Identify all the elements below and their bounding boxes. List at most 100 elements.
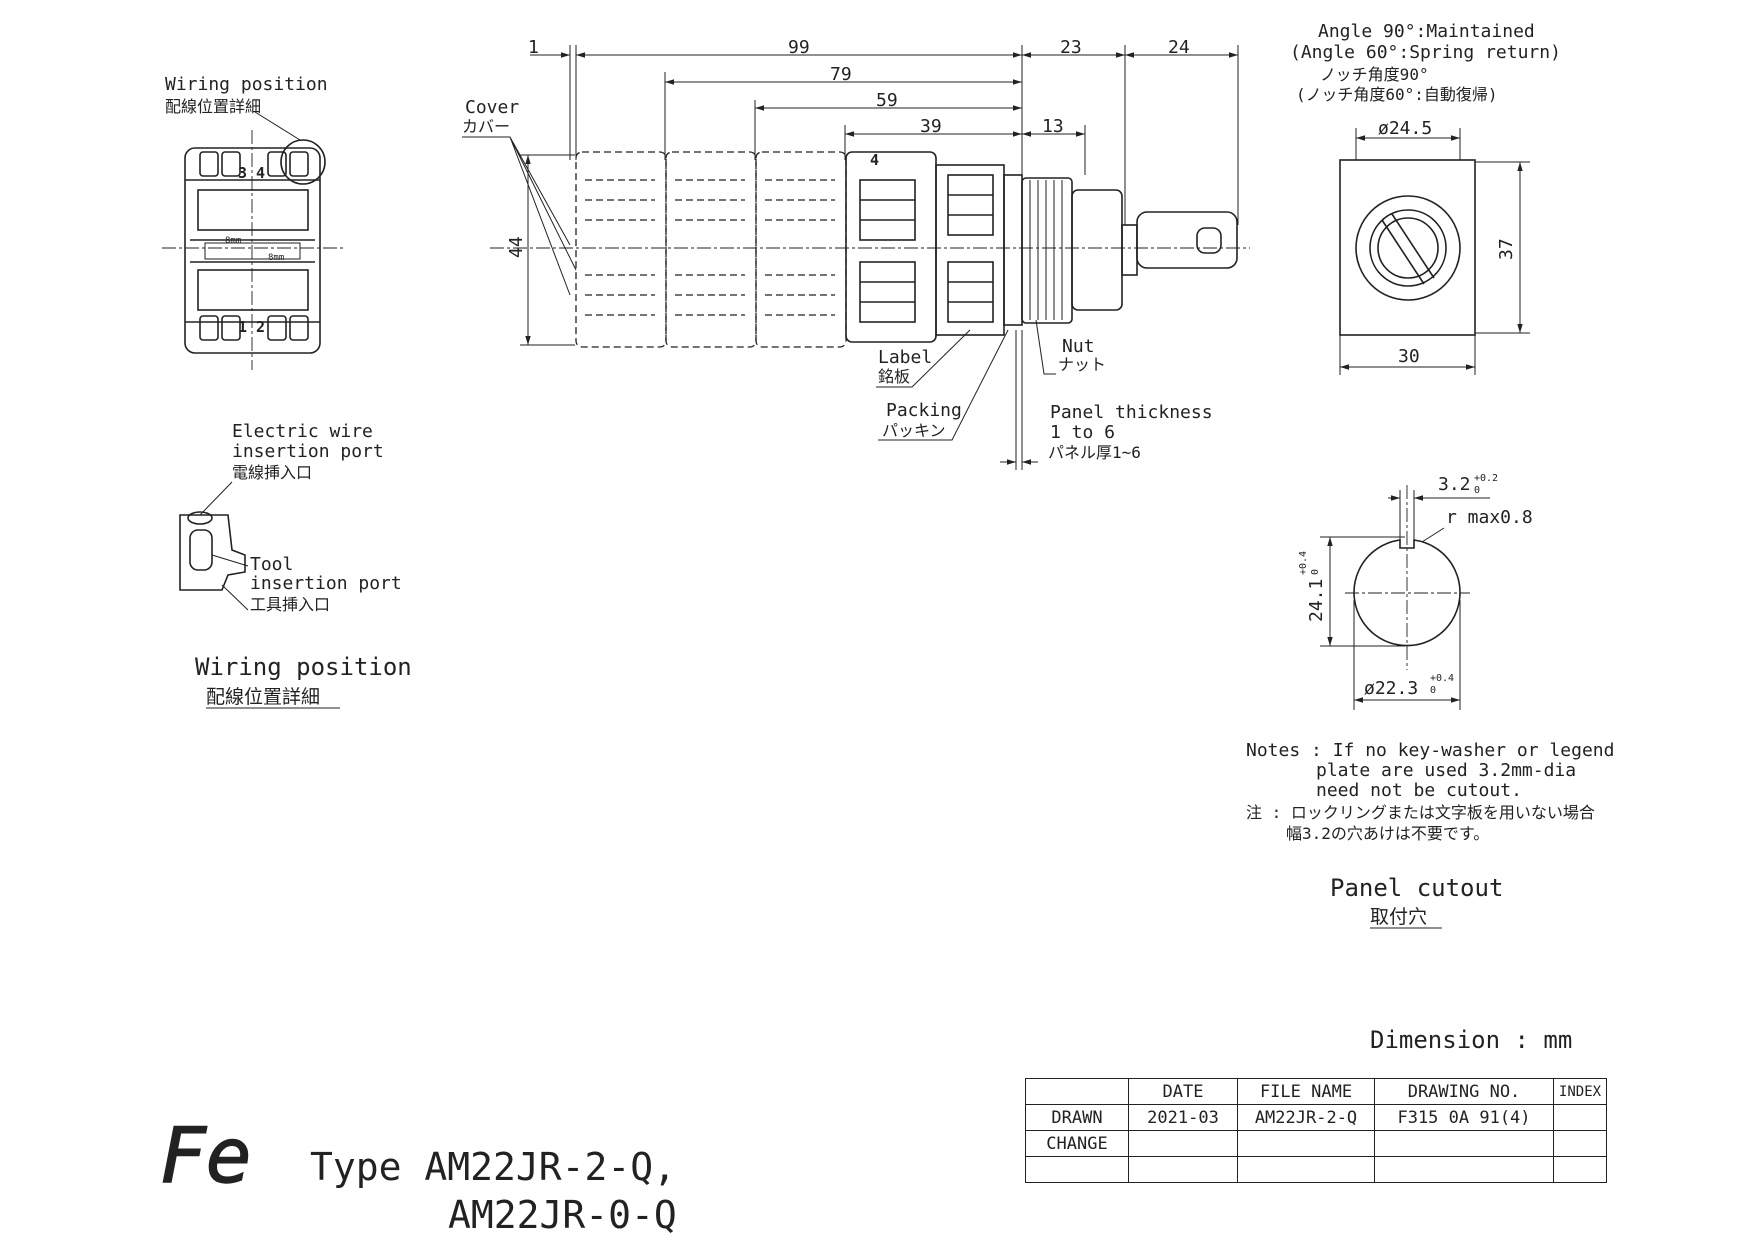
electric-wire-label-1: Electric wire bbox=[232, 421, 373, 442]
notes-line-3: need not be cutout. bbox=[1316, 780, 1522, 801]
wire-detail: Electric wire insertion port 電線挿入口 Tool … bbox=[179, 421, 412, 709]
row-date bbox=[1128, 1156, 1238, 1183]
row-label: DRAWN bbox=[1025, 1104, 1129, 1131]
header-file-name: FILE NAME bbox=[1237, 1078, 1375, 1105]
dim-79: 79 bbox=[830, 64, 852, 85]
cutout-radius: r max0.8 bbox=[1446, 507, 1533, 528]
row-index bbox=[1553, 1156, 1607, 1183]
row-drawing-no: F315 0A 91(4) bbox=[1374, 1104, 1554, 1131]
angle-line-ja-2: (ノッチ角度60°:自動復帰) bbox=[1296, 85, 1497, 104]
cutout-diameter-tol-low: 0 bbox=[1430, 685, 1436, 696]
top-dim-30: 30 bbox=[1398, 346, 1420, 367]
row-date bbox=[1128, 1130, 1238, 1157]
row-drawing-no bbox=[1374, 1130, 1554, 1157]
dim-23: 23 bbox=[1060, 37, 1082, 58]
row-index bbox=[1553, 1104, 1607, 1131]
header-cell bbox=[1025, 1078, 1129, 1105]
tool-label-ja: 工具挿入口 bbox=[250, 595, 330, 614]
cutout-slot-tol-low: 0 bbox=[1474, 485, 1480, 496]
electric-wire-label-2: insertion port bbox=[232, 441, 384, 462]
cutout-slot-tol: +0.2 bbox=[1474, 473, 1498, 484]
title-block-row: DRAWN 2021-03 AM22JR-2-Q F315 0A 91(4) bbox=[1025, 1104, 1607, 1131]
panel-thickness-2: 1 to 6 bbox=[1050, 422, 1115, 443]
cutout-caption-ja: 取付穴 bbox=[1370, 906, 1427, 928]
angle-line-2: (Angle 60°:Spring return) bbox=[1290, 42, 1561, 63]
bezel bbox=[1071, 189, 1123, 311]
header-index: INDEX bbox=[1553, 1078, 1607, 1105]
header-date: DATE bbox=[1128, 1078, 1238, 1105]
side-view-body bbox=[184, 147, 321, 354]
title-block-header: DATE FILE NAME DRAWING NO. INDEX bbox=[1025, 1078, 1607, 1105]
row-file-name bbox=[1237, 1130, 1375, 1157]
cutout-height-dim: 24.1 bbox=[1306, 579, 1327, 622]
type-line-1: Type AM22JR-2-Q, bbox=[310, 1145, 676, 1189]
optional-modules bbox=[575, 151, 847, 348]
fe-logo-text: Fe bbox=[160, 1111, 252, 1200]
row-file-name bbox=[1237, 1156, 1375, 1183]
row-date: 2021-03 bbox=[1128, 1104, 1238, 1131]
title-block-row bbox=[1025, 1156, 1607, 1183]
top-dim-37: 37 bbox=[1496, 238, 1517, 260]
cover-label-ja: カバー bbox=[462, 117, 510, 136]
strip-label-left: 8mm bbox=[225, 236, 241, 246]
nut-text-ja: ナット bbox=[1058, 355, 1106, 374]
dim-39: 39 bbox=[920, 116, 942, 137]
dimension-unit: Dimension : mm bbox=[1370, 1026, 1572, 1054]
front-view: 1 99 23 24 79 59 39 13 44 Cover カバー 4 bbox=[462, 37, 1250, 470]
dim-59: 59 bbox=[876, 90, 898, 111]
top-view-bezel bbox=[1355, 195, 1461, 301]
notes-line-1: Notes : If no key-washer or legend bbox=[1246, 740, 1614, 761]
label-text: Label bbox=[878, 347, 932, 368]
row-label bbox=[1025, 1156, 1129, 1183]
top-view-housing bbox=[1339, 159, 1476, 336]
cutout-outline bbox=[1353, 539, 1461, 647]
dim-24: 24 bbox=[1168, 37, 1190, 58]
panel-thickness-1: Panel thickness bbox=[1050, 402, 1213, 423]
side-view-title: Wiring position bbox=[165, 74, 328, 95]
cutout-diameter-dim: ø22.3 bbox=[1364, 678, 1418, 699]
row-drawing-no bbox=[1374, 1156, 1554, 1183]
notes-ja-line-1: 注 : ロックリングまたは文字板を用いない場合 bbox=[1246, 803, 1595, 822]
angle-line-1: Angle 90°:Maintained bbox=[1318, 21, 1535, 42]
side-view-title-ja: 配線位置詳細 bbox=[165, 97, 261, 116]
row-file-name: AM22JR-2-Q bbox=[1237, 1104, 1375, 1131]
row-label: CHANGE bbox=[1025, 1130, 1129, 1157]
wiring-detail-circle bbox=[280, 139, 326, 185]
dim-13: 13 bbox=[1042, 116, 1064, 137]
title-block: DATE FILE NAME DRAWING NO. INDEX DRAWN 2… bbox=[1025, 1078, 1607, 1183]
cutout-caption: Panel cutout bbox=[1330, 874, 1503, 902]
packing-text: Packing bbox=[886, 400, 962, 421]
packing-text-ja: パッキン bbox=[882, 421, 946, 440]
key bbox=[1136, 211, 1238, 269]
type-line-2: AM22JR-0-Q bbox=[448, 1193, 677, 1237]
dim-44: 44 bbox=[506, 236, 527, 258]
wire-port-shape bbox=[179, 514, 246, 591]
top-view: Angle 90°:Maintained (Angle 60°:Spring r… bbox=[1290, 21, 1561, 375]
key-shaft bbox=[1121, 224, 1138, 276]
cutout-height-tol-low: 0 bbox=[1310, 569, 1321, 575]
cover-label: Cover bbox=[465, 97, 519, 118]
tool-label-1: Tool bbox=[250, 554, 293, 575]
packing-ring bbox=[1003, 174, 1023, 326]
notes-line-2: plate are used 3.2mm-dia bbox=[1316, 760, 1576, 781]
wire-detail-caption-ja: 配線位置詳細 bbox=[206, 686, 320, 708]
wire-detail-caption: Wiring position bbox=[195, 653, 412, 681]
tool-label-2: insertion port bbox=[250, 573, 402, 594]
electric-wire-label-ja: 電線挿入口 bbox=[232, 463, 312, 482]
side-view: Wiring position 配線位置詳細 3 4 1 2 8mm 8mm bbox=[162, 74, 345, 370]
strip-label-right: 8mm bbox=[268, 253, 284, 263]
fe-logo: Fe bbox=[159, 1110, 252, 1200]
title-block-row: CHANGE bbox=[1025, 1130, 1607, 1157]
row-index bbox=[1553, 1130, 1607, 1157]
angle-line-ja-1: ノッチ角度90° bbox=[1320, 65, 1429, 84]
top-dim-diameter: ø24.5 bbox=[1378, 118, 1432, 139]
terminal-label-top: 3 4 bbox=[238, 164, 265, 182]
nut-text: Nut bbox=[1062, 336, 1095, 357]
key-slot bbox=[1381, 213, 1435, 285]
panel-cutout: 3.2 +0.2 0 r max0.8 24.1 +0.4 0 ø22.3 +0… bbox=[1246, 473, 1614, 929]
tool-port-shape bbox=[189, 529, 213, 571]
side-terminals-bottom bbox=[199, 315, 309, 341]
panel-thickness-ja: パネル厚1~6 bbox=[1048, 443, 1141, 462]
module-number: 4 bbox=[870, 151, 879, 169]
